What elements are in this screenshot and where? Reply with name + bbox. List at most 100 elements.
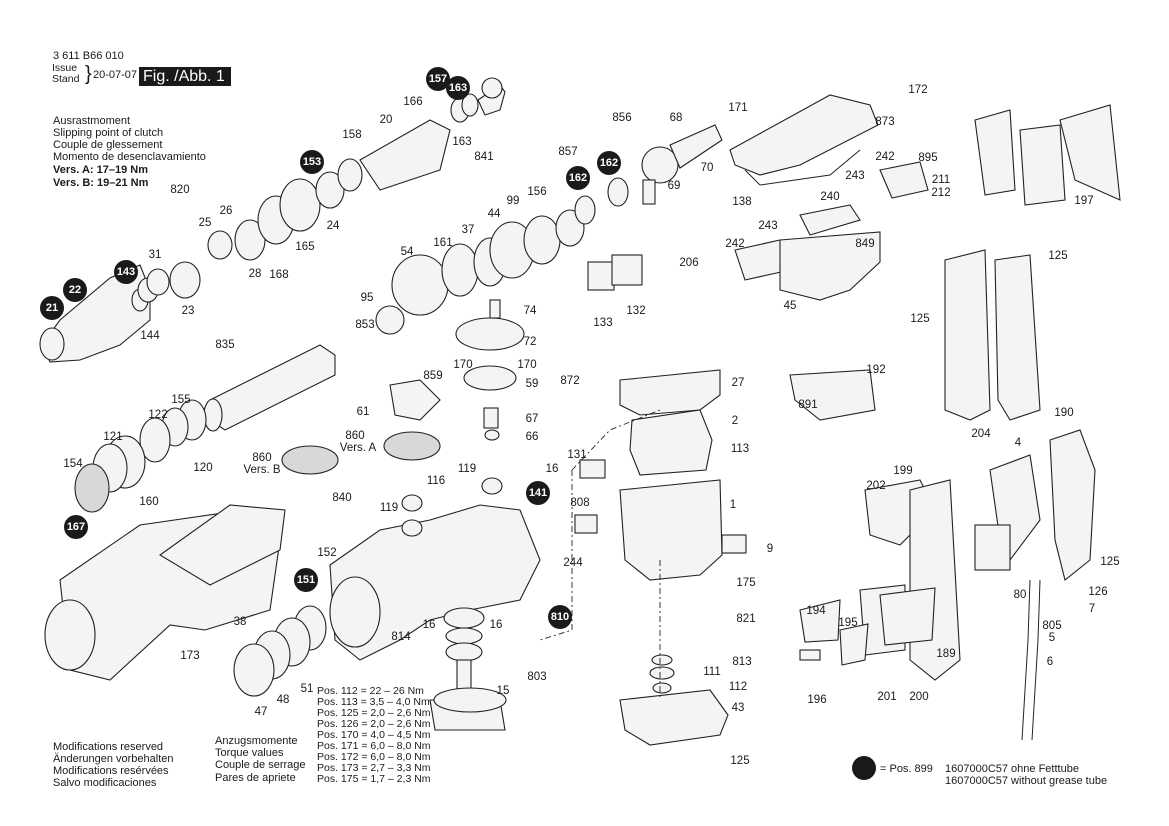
- torque-value: Pos. 126 = 2,0 – 2,6 Nm: [317, 718, 431, 730]
- torque-title: Pares de apriete: [215, 772, 296, 784]
- part-label: 201: [877, 691, 897, 703]
- torque-title: Anzugsmomente: [215, 735, 298, 747]
- part-label: 28: [248, 268, 262, 280]
- part-label: 857: [558, 146, 578, 158]
- part-label: 156: [527, 186, 547, 198]
- torque-value: Pos. 175 = 1,7 – 2,3 Nm: [317, 773, 431, 785]
- torque-value: Pos. 170 = 4,0 – 4,5 Nm: [317, 729, 431, 741]
- legend-line-1: 1607000C57 ohne Fetttube: [945, 763, 1079, 775]
- part-label: 80: [1013, 589, 1027, 601]
- part-label: 821: [736, 613, 756, 625]
- part-label: 168: [269, 269, 289, 281]
- part-label: 803: [527, 671, 547, 683]
- part-label: 31: [148, 249, 162, 261]
- legend-equals: = Pos. 899: [880, 763, 933, 775]
- part-label: 820: [170, 184, 190, 196]
- part-label: 808: [570, 497, 590, 509]
- part-label: 113: [730, 443, 750, 455]
- part-label: 206: [679, 257, 699, 269]
- part-label: 163: [452, 136, 472, 148]
- torque-value: Pos. 113 = 3,5 – 4,0 Nm: [317, 696, 430, 708]
- part-label: 112: [728, 681, 748, 693]
- part-label: 202: [866, 480, 886, 492]
- part-label: 15: [496, 685, 510, 697]
- torque-title: Torque values: [215, 747, 284, 759]
- part-label: 860: [252, 452, 272, 464]
- part-label: 240: [820, 191, 840, 203]
- part-label: 27: [731, 377, 745, 389]
- grease-part-badge: 143: [114, 260, 138, 284]
- part-label: 175: [736, 577, 756, 589]
- part-label: 69: [667, 180, 681, 192]
- part-label: 7: [1088, 603, 1096, 615]
- part-label: 59: [525, 378, 539, 390]
- part-label: 873: [875, 116, 895, 128]
- modifications-line: Modifications resérvées: [53, 765, 169, 777]
- part-label: 68: [669, 112, 683, 124]
- part-label: 805: [1042, 620, 1062, 632]
- part-label: 54: [400, 246, 414, 258]
- part-label: 243: [845, 170, 865, 182]
- part-label: 121: [103, 431, 123, 443]
- part-label: 24: [326, 220, 340, 232]
- part-label: 2: [731, 415, 739, 427]
- part-label: 38: [233, 616, 247, 628]
- part-label: 125: [910, 313, 930, 325]
- figure-label: Fig. /Abb. 1: [139, 67, 231, 86]
- part-label: 244: [563, 557, 583, 569]
- part-label: 6: [1046, 656, 1054, 668]
- part-label: 166: [403, 96, 423, 108]
- part-label: 16: [489, 619, 503, 631]
- part-label: 158: [342, 129, 362, 141]
- torque-value: Pos. 172 = 6,0 – 8,0 Nm: [317, 751, 431, 763]
- part-label: 160: [139, 496, 159, 508]
- part-label: 44: [487, 208, 501, 220]
- part-label: 856: [612, 112, 632, 124]
- part-label: 111: [703, 666, 721, 678]
- part-label: 165: [295, 241, 315, 253]
- part-label: 171: [728, 102, 748, 114]
- part-label: 26: [219, 205, 233, 217]
- motor-housing: [539, 254, 747, 746]
- part-label: 144: [140, 330, 160, 342]
- grease-part-badge: 21: [40, 296, 64, 320]
- part-label: Vers. B: [243, 464, 281, 476]
- clutch-line: Momento de desenclavamiento: [53, 151, 206, 163]
- chuck-assembly: [39, 77, 506, 363]
- part-label: 66: [525, 431, 539, 443]
- part-label: 126: [1088, 586, 1108, 598]
- part-label: 189: [936, 648, 956, 660]
- part-label: 37: [461, 224, 475, 236]
- part-label: 190: [1054, 407, 1074, 419]
- part-label: 200: [909, 691, 929, 703]
- grease-part-badge: 151: [294, 568, 318, 592]
- part-label: 840: [332, 492, 352, 504]
- top-cover: [729, 94, 929, 421]
- torque-value: Pos. 173 = 2,7 – 3,3 Nm: [317, 762, 431, 774]
- part-label: 119: [457, 463, 477, 475]
- part-label: 5: [1048, 632, 1056, 644]
- torque-value: Pos. 171 = 6,0 – 8,0 Nm: [317, 740, 431, 752]
- part-label: 125: [730, 755, 750, 767]
- part-label: 813: [732, 656, 752, 668]
- part-label: 170: [517, 359, 537, 371]
- part-label: 172: [908, 84, 928, 96]
- part-label: 835: [215, 339, 235, 351]
- part-label: 70: [700, 162, 714, 174]
- part-label: 99: [506, 195, 520, 207]
- part-label: 25: [198, 217, 212, 229]
- part-label: 212: [931, 187, 951, 199]
- grease-part-badge: 141: [526, 481, 550, 505]
- part-label: 119: [379, 502, 399, 514]
- part-label: 194: [806, 605, 826, 617]
- part-number: 3 611 B66 010: [53, 50, 124, 62]
- handle-housings: [799, 104, 1121, 741]
- clutch-vers-a: Vers. A: 17–19 Nm: [53, 164, 148, 176]
- part-label: Vers. A: [339, 442, 377, 454]
- clutch-line: Slipping point of clutch: [53, 127, 164, 139]
- part-label: 120: [193, 462, 213, 474]
- part-label: 45: [783, 300, 797, 312]
- part-label: 161: [433, 237, 453, 249]
- part-label: 133: [593, 317, 613, 329]
